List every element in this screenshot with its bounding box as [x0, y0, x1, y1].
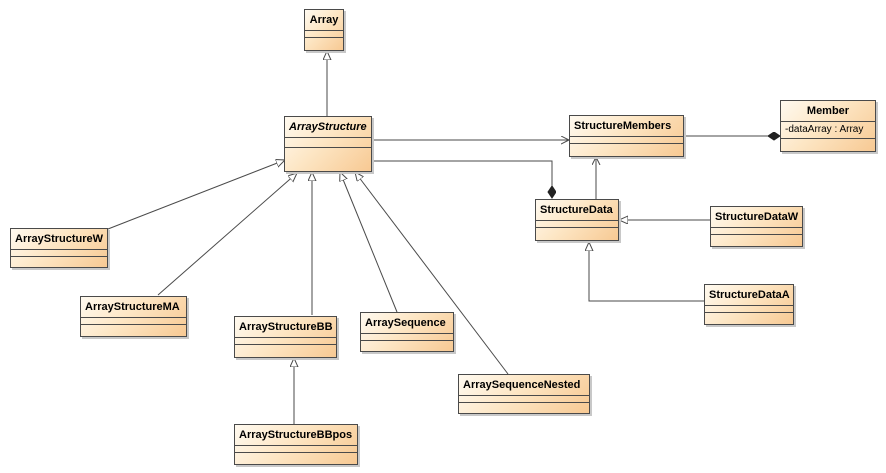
class-array-structure-bbpos[interactable]: ArrayStructureBBpos: [234, 424, 358, 465]
operations-compartment: [235, 345, 336, 351]
class-array[interactable]: Array: [304, 9, 344, 51]
operations-compartment: [305, 38, 343, 44]
attributes-compartment: [705, 306, 793, 313]
class-name: StructureMembers: [570, 116, 683, 137]
class-name: ArraySequence: [361, 313, 453, 334]
class-name: ArrayStructureW: [11, 229, 107, 250]
attributes-compartment: [11, 250, 107, 257]
attributes-compartment: [711, 228, 802, 235]
operations-compartment: [459, 403, 589, 409]
operations-compartment: [570, 144, 683, 150]
operations-compartment: [81, 325, 186, 331]
edge-arraystructure-to-structuredata: [372, 160, 552, 198]
class-name: ArrayStructureMA: [81, 297, 186, 318]
class-name: ArraySequenceNested: [459, 375, 589, 396]
class-array-structure-w[interactable]: ArrayStructureW: [10, 228, 108, 268]
attributes-compartment: [81, 318, 186, 325]
attribute-data-array: -dataArray : Array: [781, 122, 875, 139]
operations-compartment: [11, 257, 107, 263]
class-name: ArrayStructureBBpos: [235, 425, 357, 446]
attributes-compartment: [285, 138, 371, 148]
operations-compartment: [235, 453, 357, 459]
class-structure-data-w[interactable]: StructureDataW: [710, 206, 803, 247]
class-array-structure[interactable]: ArrayStructure: [284, 116, 372, 172]
operations-compartment: [781, 139, 875, 145]
edge-arraystructurema-to-arraystructure: [157, 173, 297, 296]
class-name: ArrayStructure: [285, 117, 371, 138]
class-array-structure-bb[interactable]: ArrayStructureBB: [234, 316, 337, 358]
edge-arraystructurew-to-arraystructure: [107, 160, 285, 230]
edge-arraysequence-to-arraystructure: [340, 172, 398, 313]
operations-compartment: [285, 148, 371, 154]
operations-compartment: [705, 313, 793, 319]
class-member[interactable]: Member -dataArray : Array: [780, 100, 876, 152]
class-array-structure-ma[interactable]: ArrayStructureMA: [80, 296, 187, 337]
attributes-compartment: [570, 137, 683, 144]
class-name: StructureDataA: [705, 285, 793, 306]
class-name: ArrayStructureBB: [235, 317, 336, 338]
class-name: StructureData: [536, 200, 618, 221]
edge-arraysequencenested-to-arraystructure: [355, 172, 509, 375]
attributes-compartment: [235, 446, 357, 453]
attributes-compartment: [536, 221, 618, 228]
operations-compartment: [711, 235, 802, 241]
operations-compartment: [536, 228, 618, 234]
attributes-compartment: [235, 338, 336, 345]
class-structure-data[interactable]: StructureData: [535, 199, 619, 241]
class-structure-data-a[interactable]: StructureDataA: [704, 284, 794, 325]
operations-compartment: [361, 341, 453, 347]
attributes-compartment: [361, 334, 453, 341]
class-name: Member: [781, 101, 875, 122]
class-name: StructureDataW: [711, 207, 802, 228]
edge-structuredataa-to-structuredata: [589, 242, 704, 302]
attributes-compartment: [459, 396, 589, 403]
class-name: Array: [305, 10, 343, 31]
class-structure-members[interactable]: StructureMembers: [569, 115, 684, 157]
class-array-sequence-nested[interactable]: ArraySequenceNested: [458, 374, 590, 414]
attributes-compartment: [305, 31, 343, 38]
class-array-sequence[interactable]: ArraySequence: [360, 312, 454, 352]
